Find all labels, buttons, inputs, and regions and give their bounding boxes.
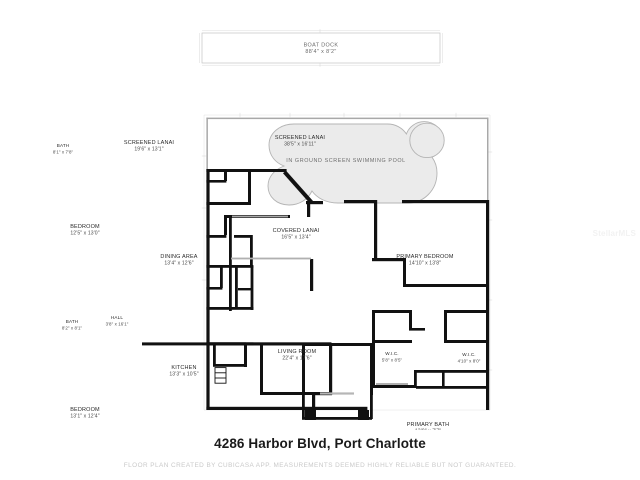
- pool-label: IN GROUND SCREEN SWIMMING POOL: [286, 158, 406, 164]
- svg-text:BEDROOM: BEDROOM: [70, 407, 100, 413]
- walls-group: [142, 117, 490, 420]
- room-labels-group: SCREENED LANAI 38'5" x 16'11" BATH 8'1" …: [53, 135, 481, 430]
- boat-dock-label: BOAT DOCK: [304, 43, 339, 49]
- room-label: BEDROOM 13'1" x 12'4": [70, 407, 100, 420]
- room-label: LIVING ROOM 22'4" x 17'6": [278, 349, 317, 362]
- room-label: BATH 8'1" x 7'8": [53, 143, 74, 155]
- room-label: HALL 3'8" x 16'1": [106, 315, 129, 327]
- room-label: DINING AREA 13'4" x 12'6": [160, 254, 197, 267]
- svg-text:COVERED LANAI: COVERED LANAI: [273, 228, 320, 234]
- caption-block: 4286 Harbor Blvd, Port Charlotte FLOOR P…: [0, 430, 640, 470]
- svg-text:13'4" x 12'6": 13'4" x 12'6": [164, 261, 193, 267]
- svg-text:SCREENED LANAI: SCREENED LANAI: [275, 135, 326, 141]
- svg-text:14'10" x 13'8": 14'10" x 13'8": [409, 261, 441, 267]
- floor-plan-canvas: BOAT DOCK 88'4" x 8'2": [53, 29, 493, 430]
- room-label: W.I.C. 5'8" x 8'5": [382, 351, 403, 363]
- svg-text:8'1" x 7'8": 8'1" x 7'8": [53, 150, 74, 155]
- wall-garage-right: [329, 345, 333, 395]
- svg-text:22'4" x 17'6": 22'4" x 17'6": [282, 356, 311, 362]
- svg-text:DINING AREA: DINING AREA: [160, 254, 197, 260]
- wall-primary-bedroom-top: [402, 200, 489, 204]
- room-label: SCREENED LANAI 19'6" x 13'1": [124, 140, 175, 153]
- room-label: COVERED LANAI 16'5" x 13'4": [273, 228, 320, 241]
- room-label: PRIMARY BATH 13'0" x 7'7": [407, 422, 450, 430]
- svg-text:PRIMARY BEDROOM: PRIMARY BEDROOM: [396, 254, 453, 260]
- screen-enclosure-walls: [206, 117, 489, 222]
- svg-text:38'5" x 16'11": 38'5" x 16'11": [284, 142, 316, 148]
- room-label: PRIMARY BEDROOM 14'10" x 13'8": [396, 254, 453, 267]
- svg-text:13'0" x 7'7": 13'0" x 7'7": [415, 429, 441, 430]
- svg-text:BEDROOM: BEDROOM: [70, 224, 100, 230]
- svg-text:W.I.C.: W.I.C.: [462, 352, 475, 357]
- room-label: BATH 8'2" x 8'1": [62, 319, 83, 331]
- svg-text:BATH: BATH: [66, 319, 79, 324]
- svg-text:BATH: BATH: [57, 143, 70, 148]
- wall-exterior-bottom-left: [206, 406, 368, 410]
- svg-text:KITCHEN: KITCHEN: [171, 365, 196, 371]
- room-label: SCREENED LANAI 38'5" x 16'11": [275, 135, 326, 148]
- boat-dock-dimensions: 88'4" x 8'2": [305, 49, 336, 55]
- boat-dock-group: BOAT DOCK 88'4" x 8'2": [199, 29, 443, 67]
- svg-text:8'2" x 8'1": 8'2" x 8'1": [62, 326, 83, 331]
- svg-text:LIVING ROOM: LIVING ROOM: [278, 349, 317, 355]
- svg-text:HALL: HALL: [111, 315, 123, 320]
- svg-text:4'10" x 8'0": 4'10" x 8'0": [458, 359, 481, 364]
- room-label: BEDROOM 12'5" x 13'0": [70, 224, 100, 237]
- room-label: KITCHEN 13'3" x 10'5": [169, 365, 198, 378]
- svg-text:SCREENED LANAI: SCREENED LANAI: [124, 140, 175, 146]
- svg-text:12'5" x 13'0": 12'5" x 13'0": [70, 231, 99, 237]
- svg-text:W.I.C.: W.I.C.: [385, 351, 398, 356]
- svg-text:13'3" x 10'5": 13'3" x 10'5": [169, 372, 198, 378]
- page-title: 4286 Harbor Blvd, Port Charlotte: [214, 436, 426, 451]
- floor-plan-drawing: BOAT DOCK 88'4" x 8'2": [53, 29, 493, 430]
- disclaimer-text: FLOOR PLAN CREATED BY CUBICASA APP. MEAS…: [123, 462, 517, 469]
- svg-text:5'8" x 8'5": 5'8" x 8'5": [382, 358, 403, 363]
- svg-text:PRIMARY BATH: PRIMARY BATH: [407, 422, 450, 428]
- room-label: W.I.C. 4'10" x 8'0": [458, 352, 481, 364]
- watermark-label: StellarMLS: [592, 229, 636, 238]
- svg-text:16'5" x 13'4": 16'5" x 13'4": [281, 235, 310, 241]
- svg-text:13'1" x 12'4": 13'1" x 12'4": [70, 414, 99, 420]
- svg-text:3'8" x 16'1": 3'8" x 16'1": [106, 322, 129, 327]
- pool-spa: [409, 122, 445, 159]
- svg-text:19'6" x 13'1": 19'6" x 13'1": [134, 147, 163, 153]
- wall-lanai-right: [374, 200, 378, 261]
- wall-exterior-right: [486, 200, 490, 410]
